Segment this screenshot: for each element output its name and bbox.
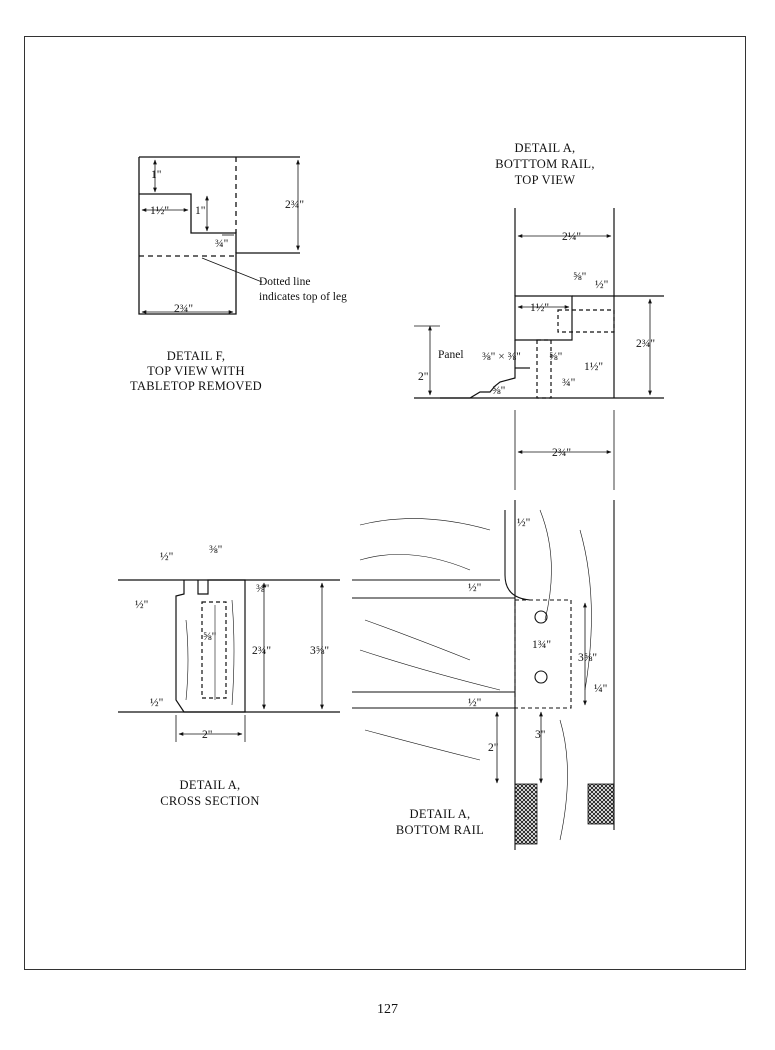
dim-label: 2¾"	[636, 338, 655, 350]
detail-a-rail-labels: ½" ½" ½" 1¾" 3⅝" ¼" 2" 3" DETAIL A, BOTT…	[396, 517, 607, 837]
panel-label: Panel	[438, 349, 464, 361]
dim-label: ⅜" × ⅜"	[482, 351, 521, 363]
dim-label: ¾"	[562, 377, 575, 389]
dim-label: 2¼"	[562, 231, 581, 243]
caption: CROSS SECTION	[160, 794, 259, 808]
dim-label: 1½"	[530, 302, 549, 314]
dim-label: 2"	[202, 729, 212, 741]
dim-label: ½"	[517, 517, 530, 529]
dim-label: ½"	[150, 697, 163, 709]
dim-label: 2¾"	[552, 447, 571, 459]
detail-a-cross-labels: ½" ⅜" ½" ⅜" ⅝" 2¾" 3⅝" ½" 2" DETAIL A, C…	[135, 544, 329, 808]
dim-label: ⅝"	[573, 271, 586, 283]
caption: DETAIL F,	[167, 349, 226, 363]
dim-label: ½"	[595, 279, 608, 291]
dim-label: ¾"	[215, 238, 228, 250]
dim-label: ½"	[468, 697, 481, 709]
caption: TOP VIEW	[515, 173, 576, 187]
dim-label: 1¾"	[532, 639, 551, 651]
caption: DETAIL A,	[410, 807, 471, 821]
dim-label: 1½"	[584, 361, 603, 373]
caption: BOTTTOM RAIL,	[495, 157, 595, 171]
note-text: Dotted line	[259, 276, 310, 288]
caption: TABLETOP REMOVED	[130, 379, 262, 393]
dim-label: ⅝"	[492, 385, 505, 397]
dim-label: ½"	[160, 551, 173, 563]
dim-label: 3⅝"	[310, 645, 329, 657]
dim-label: 3⅝"	[578, 652, 597, 664]
dim-label: 1"	[151, 169, 161, 181]
dim-label: 2¾"	[174, 303, 193, 315]
page-border	[24, 36, 746, 970]
dim-label: 1"	[195, 205, 205, 217]
detail-a-cross-drawing	[118, 579, 340, 742]
dim-label: 2¾"	[285, 199, 304, 211]
detail-a-top-labels: DETAIL A, BOTTTOM RAIL, TOP VIEW 2¼" ⅝" …	[418, 141, 655, 459]
dim-label: ⅝"	[203, 631, 216, 643]
dim-label: ⅝"	[549, 351, 562, 363]
dim-label: 1½"	[150, 205, 169, 217]
caption: TOP VIEW WITH	[147, 364, 245, 378]
detail-f-drawing	[138, 156, 300, 315]
dim-label: ½"	[135, 599, 148, 611]
note-text: indicates top of leg	[259, 291, 347, 303]
caption: BOTTOM RAIL	[396, 823, 484, 837]
dim-label: 2¾"	[252, 645, 271, 657]
dim-label: ¼"	[594, 683, 607, 695]
detail-a-rail-drawing	[352, 500, 615, 850]
detail-f-labels: 1" 1½" 1" ¾" 2¾" 2¾" Dotted line indicat…	[130, 169, 347, 393]
dim-label: ½"	[468, 582, 481, 594]
dim-label: 2"	[418, 371, 428, 383]
caption: DETAIL A,	[515, 141, 576, 155]
dim-label: ⅜"	[256, 583, 269, 595]
dim-label: 2"	[488, 742, 498, 754]
detail-a-top-drawing	[414, 208, 664, 490]
page-number: 127	[377, 1002, 398, 1017]
dim-label: 3"	[535, 729, 545, 741]
caption: DETAIL A,	[180, 778, 241, 792]
dim-label: ⅜"	[209, 544, 222, 556]
